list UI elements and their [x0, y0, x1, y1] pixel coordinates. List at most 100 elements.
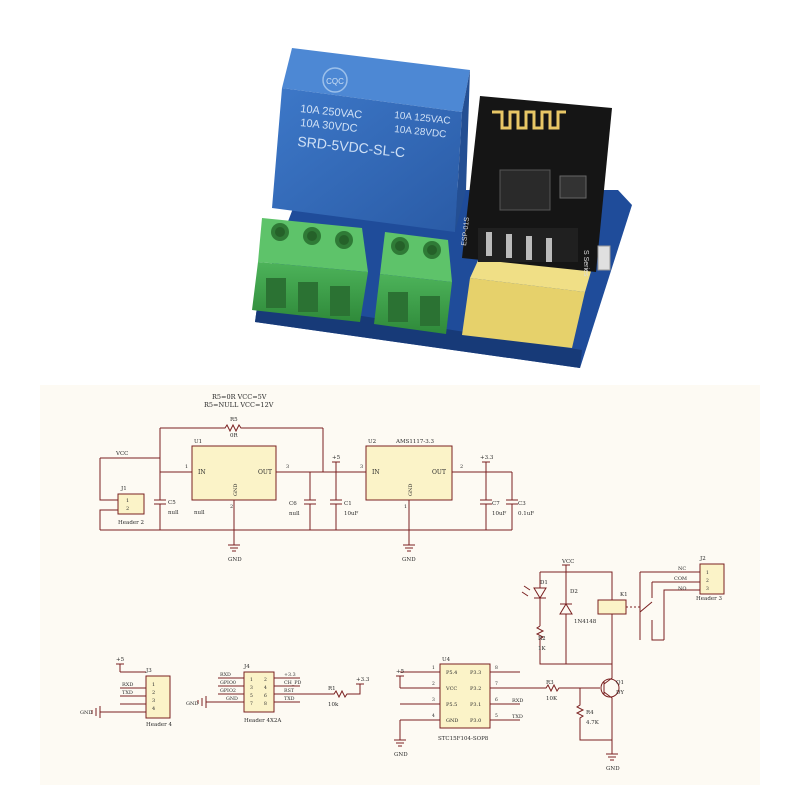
- module-series: S Series: [582, 250, 589, 277]
- u1-regulator: [191, 445, 277, 501]
- j3-pin-4: 4: [152, 706, 155, 712]
- u2-ref: U2: [368, 439, 376, 445]
- j2-com: COM: [674, 576, 687, 582]
- c3-capacitor: [506, 472, 518, 530]
- u1-out: OUT: [258, 469, 272, 476]
- j4-right-1: +3.3: [284, 672, 296, 678]
- u4-pin-p31: P3.1: [470, 702, 481, 708]
- d2-value: 1N4148: [574, 619, 597, 625]
- note-line-2: R5=NULL VCC=12V: [204, 401, 274, 409]
- c3-ref: C3: [518, 501, 526, 507]
- u4-pin-gnd: GND: [446, 718, 458, 724]
- rail-5v-2: +5: [396, 669, 405, 675]
- u2-pin-gnd: 1: [404, 504, 407, 510]
- u1-ref: U1: [194, 439, 202, 445]
- c7-capacitor: [480, 472, 492, 530]
- j4-ref: J4: [243, 664, 250, 670]
- j4-pin-4: 4: [264, 685, 267, 691]
- u2-pin-out: 2: [460, 464, 463, 470]
- r2-ref: R2: [538, 636, 546, 642]
- u4-pin-p54: P5.4: [446, 670, 457, 676]
- gnd-label-4: GND: [186, 701, 198, 707]
- j1-name: Header 2: [118, 520, 144, 526]
- c5-value: null: [168, 510, 179, 516]
- j2-no: NO: [678, 586, 686, 592]
- u4-num-7: 7: [495, 681, 498, 687]
- j4-pin-5: 5: [250, 693, 253, 699]
- relay-rating-2: 10A 30VDC: [300, 117, 358, 135]
- j3-name: Header 4: [146, 722, 172, 728]
- gnd-label-1: GND: [228, 557, 242, 563]
- module-label: ESP-01S: [461, 217, 471, 247]
- terminal-block-2: [374, 232, 452, 334]
- c6-ref: C6: [289, 501, 297, 507]
- u4-net-txd: TXD: [512, 714, 523, 720]
- c5-ref: C5: [168, 500, 176, 506]
- j4-header: [243, 671, 275, 713]
- j3-pin-2: 2: [152, 690, 155, 696]
- u4-pin-p30: P3.0: [470, 718, 481, 724]
- c6-value: null: [289, 511, 300, 517]
- j4-pin-2: 2: [264, 677, 267, 683]
- u1-pin-out: 3: [286, 464, 289, 470]
- u4-pin-vcc: VCC: [445, 686, 457, 692]
- j2-pin-3: 3: [706, 586, 709, 592]
- gnd-symbol-3: [91, 706, 146, 718]
- rail-33-1: +3.3: [480, 455, 494, 461]
- gnd-symbol-6: [606, 753, 618, 761]
- j1-ref: J1: [120, 486, 127, 492]
- j3-pin-3: 3: [152, 698, 155, 704]
- c4-value: null: [194, 510, 205, 516]
- rail-33-2: +3.3: [356, 677, 370, 683]
- u2-name: AMS1117-3.3: [395, 439, 434, 445]
- yellow-component: [462, 278, 585, 348]
- r1-resistor: [300, 683, 364, 699]
- j3-pin-1: 1: [152, 682, 155, 688]
- j2-nc: NC: [678, 566, 686, 572]
- relay-logo-text: CQC: [326, 77, 344, 86]
- r5-ref: R5: [230, 417, 238, 423]
- u4-pin-p32: P3.2: [470, 686, 481, 692]
- u2-regulator: [365, 445, 453, 501]
- j4-name: Header 4X2A: [244, 718, 282, 724]
- u2-in: IN: [372, 469, 380, 476]
- k1-contacts: [639, 572, 664, 641]
- u1-pin-in: 1: [185, 464, 188, 470]
- j2-header: [699, 563, 725, 595]
- gnd-label-2: GND: [402, 557, 416, 563]
- note-line-1: R5=0R VCC=5V: [212, 393, 267, 401]
- u2-gnd: GND: [408, 484, 414, 496]
- r4-ref: R4: [586, 710, 594, 716]
- u4-num-8: 8: [495, 665, 498, 671]
- j4-pin-3: 3: [250, 685, 253, 691]
- r1-ref: R1: [328, 686, 336, 692]
- relay-board-photo: CQC 10A 250VAC 10A 30VDC SRD-5VDC-SL-C 1…: [252, 48, 632, 368]
- j4-right-4: TXD: [284, 696, 295, 702]
- c1-capacitor: [330, 472, 342, 530]
- rail-5v-1: +5: [332, 455, 341, 461]
- j3-header: [145, 675, 171, 719]
- u4-num-1: 1: [432, 665, 435, 671]
- j2-pin-2: 2: [706, 578, 709, 584]
- u1-pin-gnd: 2: [230, 504, 233, 510]
- u4-net-rxd: RXD: [512, 698, 523, 704]
- u4-num-2: 2: [432, 681, 435, 687]
- q1-value: DY: [616, 690, 624, 696]
- r1-value: 10k: [328, 702, 339, 708]
- gnd-symbol-2: [403, 500, 415, 552]
- relay: CQC 10A 250VAC 10A 30VDC SRD-5VDC-SL-C 1…: [272, 48, 470, 232]
- vcc-label: VCC: [115, 451, 128, 457]
- j3-power: +5: [116, 657, 125, 663]
- u1-in: IN: [198, 469, 206, 476]
- j3-rxd: RXD: [122, 682, 133, 688]
- u4-num-5: 5: [495, 713, 498, 719]
- j1-pin-2: 2: [126, 506, 129, 512]
- r5-resistor: [160, 423, 323, 433]
- gnd-symbol-1: [228, 500, 240, 552]
- u2-out: OUT: [432, 469, 446, 476]
- u4-pin-p33: P3.3: [470, 670, 481, 676]
- j4-left-2: GPIO0: [220, 680, 236, 686]
- r3-value: 10K: [546, 696, 558, 702]
- j4-left-3: GPIO2: [220, 688, 236, 694]
